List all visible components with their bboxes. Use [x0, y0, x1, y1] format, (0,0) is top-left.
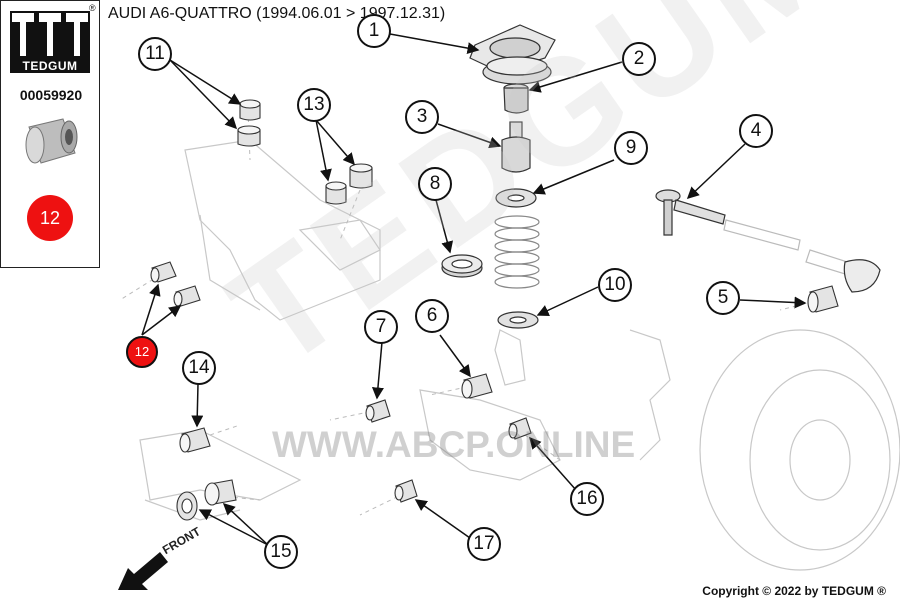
callout-7[interactable]: 7: [364, 310, 398, 344]
bushing-6: [461, 373, 493, 399]
bushing-12b: [173, 285, 201, 307]
callout-10[interactable]: 10: [598, 268, 632, 302]
tedgum-logo-icon: [12, 13, 88, 56]
callout-13[interactable]: 13: [297, 88, 331, 122]
callout-1[interactable]: 1: [357, 14, 391, 48]
spring-seat-upper-part: [495, 188, 537, 208]
callout-5[interactable]: 5: [706, 281, 740, 315]
callout-15[interactable]: 15: [264, 535, 298, 569]
callout-4[interactable]: 4: [739, 114, 773, 148]
callout-9[interactable]: 9: [614, 131, 648, 165]
tie-rod-part: [655, 189, 881, 293]
callout-8[interactable]: 8: [418, 167, 452, 201]
callout-11[interactable]: 11: [138, 37, 172, 71]
brand-logo: [10, 11, 90, 73]
bushing-thumbnail: [25, 118, 78, 164]
bushing-15a: [176, 491, 198, 521]
callout-12[interactable]: 12: [126, 336, 158, 368]
bushing-13b: [349, 163, 373, 189]
coil-spring-part: [494, 215, 540, 289]
part-number: 00059920: [19, 87, 83, 103]
bushing-13a: [325, 181, 347, 205]
bushing-12a: [150, 261, 177, 283]
bushing-11a: [239, 99, 261, 121]
callout-16[interactable]: 16: [570, 482, 604, 516]
front-arrow-icon: [118, 552, 168, 590]
bushing-5: [807, 285, 839, 313]
strut-mount-part: [469, 24, 556, 85]
bushing-11b: [237, 125, 261, 147]
bushing-15b: [204, 479, 237, 506]
bearing-part: [441, 254, 483, 278]
url-watermark: WWW.ABCP.ONLINE: [272, 424, 636, 465]
bushing-17: [394, 479, 418, 503]
copyright-text: Copyright © 2022 by TEDGUM ®: [702, 584, 886, 598]
vehicle-title: AUDI A6-QUATTRO (1994.06.01 > 1997.12.31…: [108, 5, 446, 22]
sidebar-panel: TEDGUM ® 00059920 12: [0, 0, 100, 268]
callout-17[interactable]: 17: [467, 527, 501, 561]
spring-seat-lower-part: [497, 311, 539, 329]
callout-3[interactable]: 3: [405, 100, 439, 134]
dust-boot-part: [501, 121, 531, 173]
bump-stop-part: [503, 83, 529, 114]
bushing-7: [365, 399, 391, 423]
callout-2[interactable]: 2: [622, 42, 656, 76]
registered-mark: ®: [89, 3, 96, 13]
leader-arrows: [141, 33, 807, 546]
callout-6[interactable]: 6: [415, 299, 449, 333]
bushing-16: [508, 417, 532, 440]
brand-name: TEDGUM: [22, 59, 78, 73]
callout-14[interactable]: 14: [182, 351, 216, 385]
bushing-14: [179, 427, 211, 453]
position-badge: 12: [27, 195, 73, 241]
